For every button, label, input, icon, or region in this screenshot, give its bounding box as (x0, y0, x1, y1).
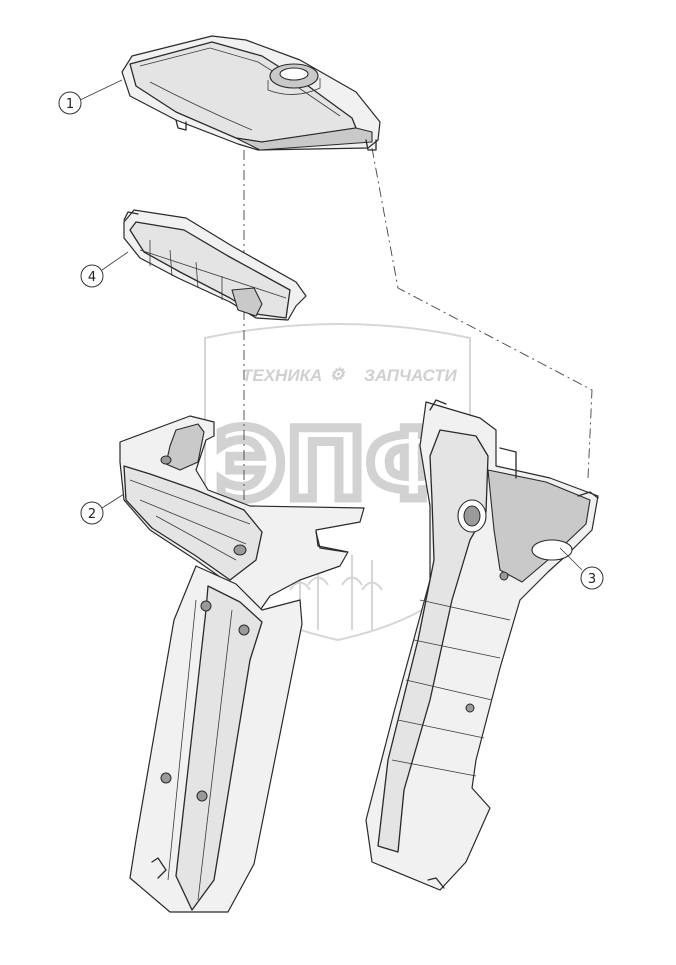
part-4-tray (123, 209, 307, 321)
watermark-left-text: ТЕХНИКА (242, 366, 322, 385)
callout-3-label: 3 (588, 572, 596, 587)
watermark-right-text: ЗАПЧАСТИ (364, 366, 457, 385)
callout-1: 1 (58, 79, 123, 115)
part-3-right-pillar-trim (365, 399, 599, 891)
assembly-lines (243, 147, 593, 520)
part-1-top-cover (121, 35, 381, 151)
callout-1-label: 1 (66, 97, 74, 112)
watermark-wheat-icon (289, 555, 383, 630)
assembly-line-right (371, 147, 593, 479)
callout-3: 3 (559, 547, 604, 590)
callout-2-label: 2 (88, 507, 96, 522)
callout-2: 2 (80, 493, 125, 525)
watermark-gear-icon: ⚙ (329, 365, 345, 384)
part-2-left-pillar-trim (119, 415, 365, 913)
callout-4: 4 (80, 251, 129, 288)
callout-4-label: 4 (88, 270, 96, 285)
